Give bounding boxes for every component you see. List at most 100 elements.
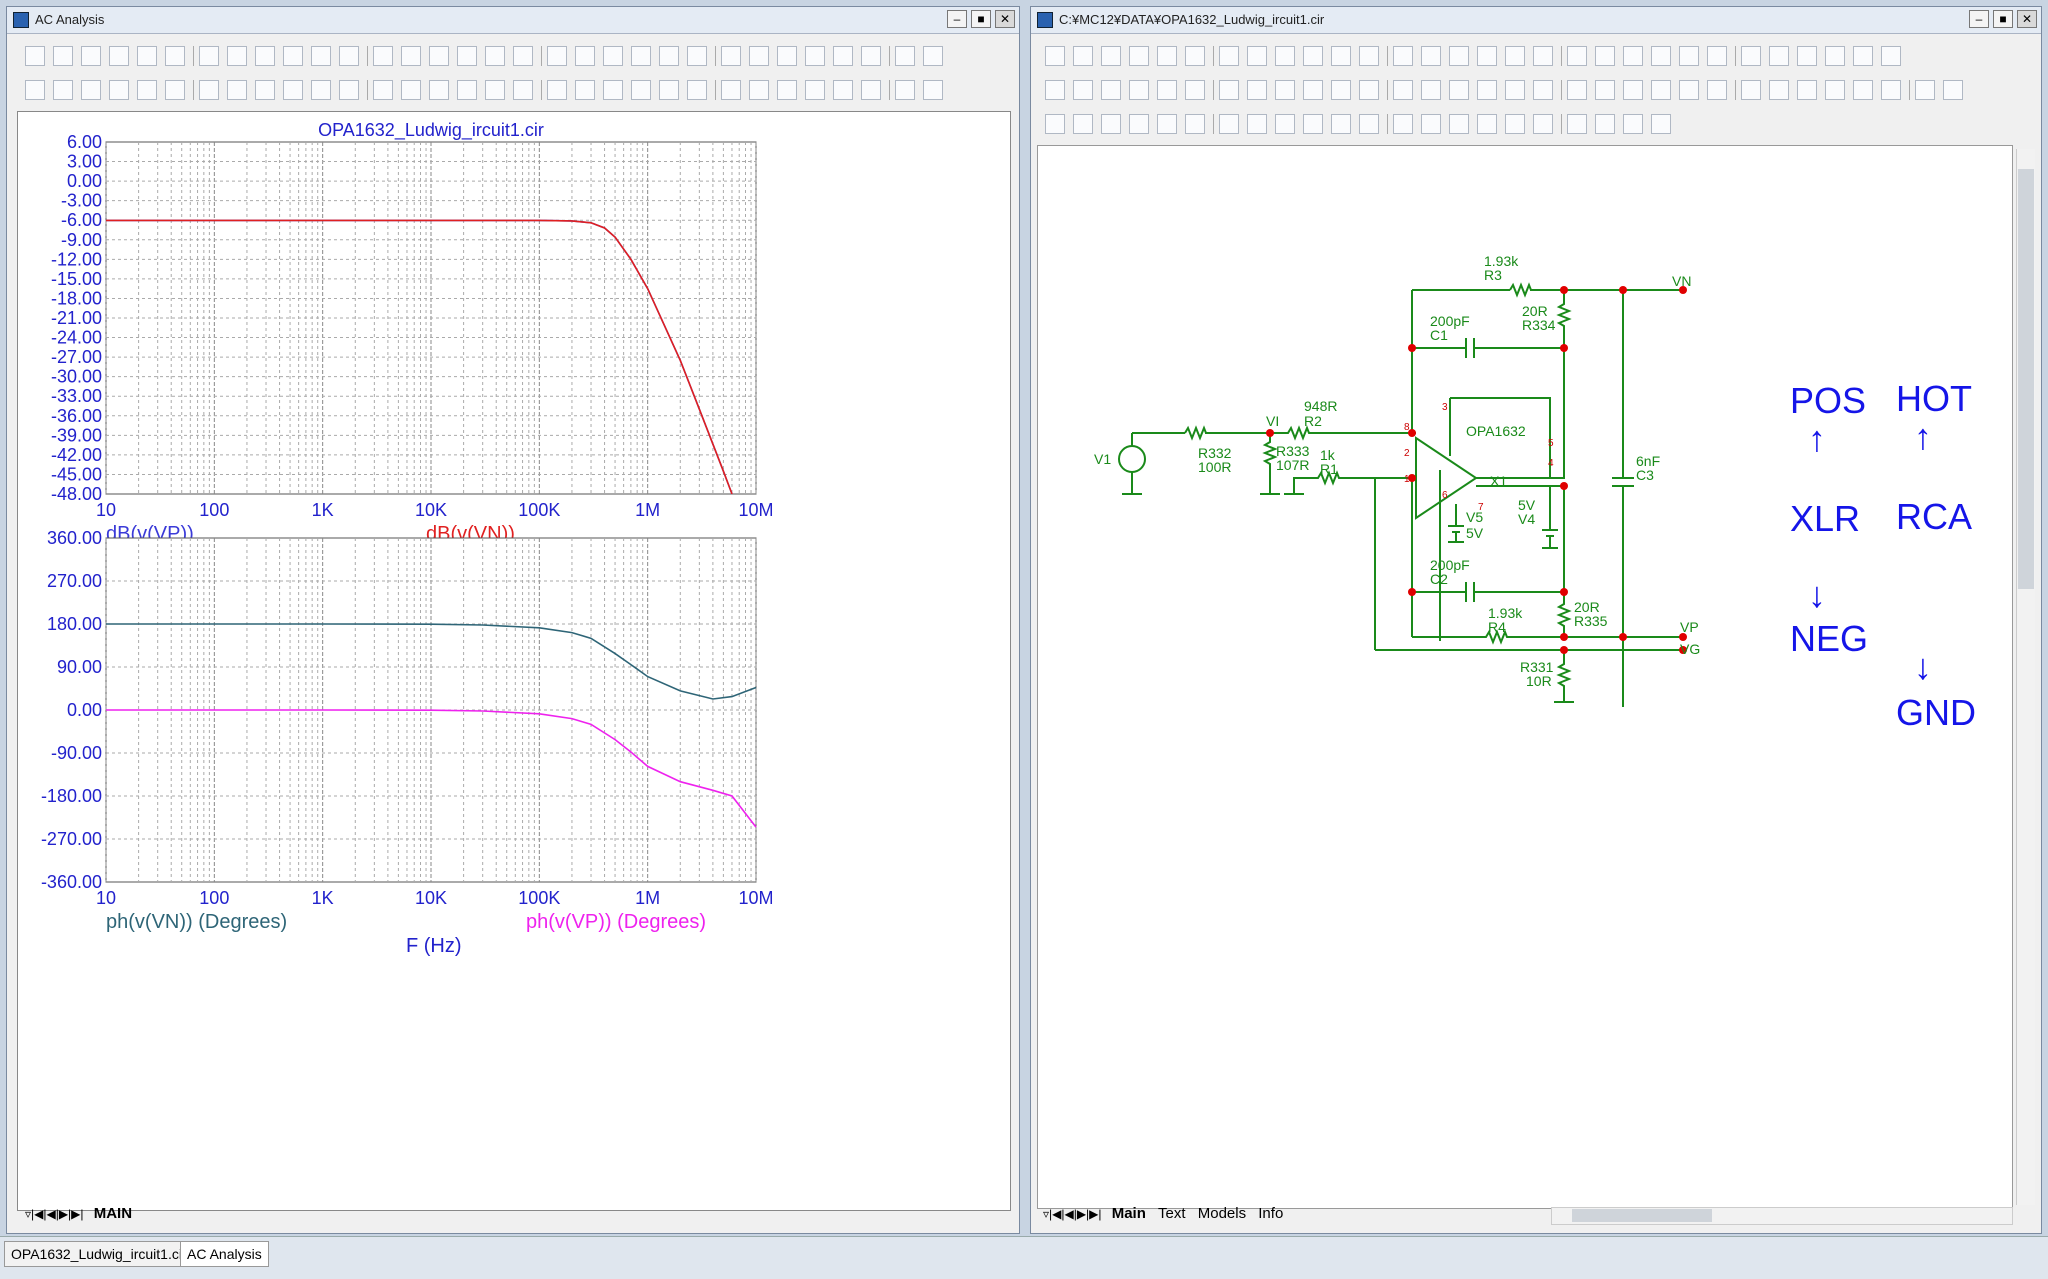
toolbar-button[interactable] [687,80,707,100]
toolbar-button[interactable] [311,46,331,66]
toolbar-button[interactable] [777,80,797,100]
toolbar-button[interactable] [895,46,915,66]
toolbar-button[interactable] [1505,114,1525,134]
toolbar-button[interactable] [1651,80,1671,100]
toolbar-button[interactable] [547,80,567,100]
toolbar-button[interactable] [1359,46,1379,66]
maximize-button[interactable]: ■ [971,10,991,28]
scrollbar-thumb[interactable] [2018,169,2034,589]
toolbar-button[interactable] [1825,80,1845,100]
toolbar-button[interactable] [575,46,595,66]
toolbar-button[interactable] [631,46,651,66]
toolbar-button[interactable] [1505,80,1525,100]
toolbar-button[interactable] [1623,114,1643,134]
toolbar-button[interactable] [1853,46,1873,66]
toolbar-button[interactable] [485,46,505,66]
toolbar-button[interactable] [1185,46,1205,66]
toolbar-button[interactable] [1595,114,1615,134]
tab-nav-arrows[interactable]: ▿|◀|◀|▶|▶| [25,1207,84,1221]
toolbar-button[interactable] [1881,46,1901,66]
toolbar-button[interactable] [1129,80,1149,100]
toolbar-button[interactable] [255,80,275,100]
toolbar-button[interactable] [777,46,797,66]
toolbar-button[interactable] [805,46,825,66]
toolbar-button[interactable] [81,80,101,100]
toolbar-button[interactable] [1275,114,1295,134]
maximize-button[interactable]: ■ [1993,10,2013,28]
toolbar-button[interactable] [1275,46,1295,66]
toolbar-button[interactable] [1185,80,1205,100]
toolbar-button[interactable] [749,80,769,100]
toolbar-button[interactable] [199,80,219,100]
toolbar-button[interactable] [1449,114,1469,134]
close-button[interactable]: ✕ [995,10,1015,28]
toolbar-button[interactable] [1651,114,1671,134]
toolbar-button[interactable] [1331,80,1351,100]
toolbar-button[interactable] [1045,80,1065,100]
toolbar-button[interactable] [1045,114,1065,134]
toolbar-button[interactable] [1073,46,1093,66]
task-schematic-file[interactable]: OPA1632_Ludwig_ircuit1.cir [4,1241,194,1267]
toolbar-button[interactable] [109,80,129,100]
toolbar-button[interactable] [1247,114,1267,134]
toolbar-button[interactable] [895,80,915,100]
toolbar-button[interactable] [1275,80,1295,100]
toolbar-button[interactable] [1219,114,1239,134]
toolbar-button[interactable] [283,80,303,100]
toolbar-button[interactable] [199,46,219,66]
toolbar-button[interactable] [1421,46,1441,66]
toolbar-button[interactable] [1853,80,1873,100]
toolbar-button[interactable] [1533,114,1553,134]
toolbar-button[interactable] [1741,80,1761,100]
toolbar-button[interactable] [1045,46,1065,66]
toolbar-button[interactable] [109,46,129,66]
toolbar-button[interactable] [165,46,185,66]
tab-info[interactable]: Info [1258,1205,1284,1222]
toolbar-button[interactable] [1303,114,1323,134]
toolbar-button[interactable] [513,80,533,100]
toolbar-button[interactable] [1157,46,1177,66]
toolbar-button[interactable] [1567,46,1587,66]
toolbar-button[interactable] [227,46,247,66]
toolbar-button[interactable] [401,80,421,100]
toolbar-button[interactable] [1741,46,1761,66]
toolbar-button[interactable] [1359,80,1379,100]
toolbar-button[interactable] [311,80,331,100]
toolbar-button[interactable] [1505,46,1525,66]
toolbar-button[interactable] [1421,80,1441,100]
toolbar-button[interactable] [1393,114,1413,134]
toolbar-button[interactable] [1073,114,1093,134]
toolbar-button[interactable] [603,46,623,66]
toolbar-button[interactable] [1707,80,1727,100]
tab-text[interactable]: Text [1158,1205,1186,1222]
schematic-canvas[interactable]: 1.93k R3 VN 20R R334 200pF C1 948R R2 VI… [1037,145,2013,1209]
toolbar-button[interactable] [339,46,359,66]
toolbar-button[interactable] [575,80,595,100]
toolbar-button[interactable] [1393,80,1413,100]
schematic-vertical-scrollbar[interactable] [2016,149,2035,1205]
toolbar-button[interactable] [457,80,477,100]
horizontal-scrollbar[interactable] [1551,1207,2013,1225]
toolbar-button[interactable] [165,80,185,100]
toolbar-button[interactable] [547,46,567,66]
toolbar-button[interactable] [1769,46,1789,66]
toolbar-button[interactable] [721,46,741,66]
toolbar-button[interactable] [1477,46,1497,66]
tab-main[interactable]: Main [1111,1205,1146,1222]
toolbar-button[interactable] [659,80,679,100]
toolbar-button[interactable] [485,80,505,100]
toolbar-button[interactable] [687,46,707,66]
toolbar-button[interactable] [1421,114,1441,134]
toolbar-button[interactable] [1797,46,1817,66]
toolbar-button[interactable] [1595,46,1615,66]
toolbar-button[interactable] [137,46,157,66]
toolbar-button[interactable] [1185,114,1205,134]
toolbar-button[interactable] [1623,46,1643,66]
toolbar-button[interactable] [1303,46,1323,66]
toolbar-button[interactable] [1567,114,1587,134]
toolbar-button[interactable] [1915,80,1935,100]
toolbar-button[interactable] [1101,46,1121,66]
task-ac-analysis[interactable]: AC Analysis [180,1241,269,1267]
toolbar-button[interactable] [283,46,303,66]
toolbar-button[interactable] [1533,80,1553,100]
